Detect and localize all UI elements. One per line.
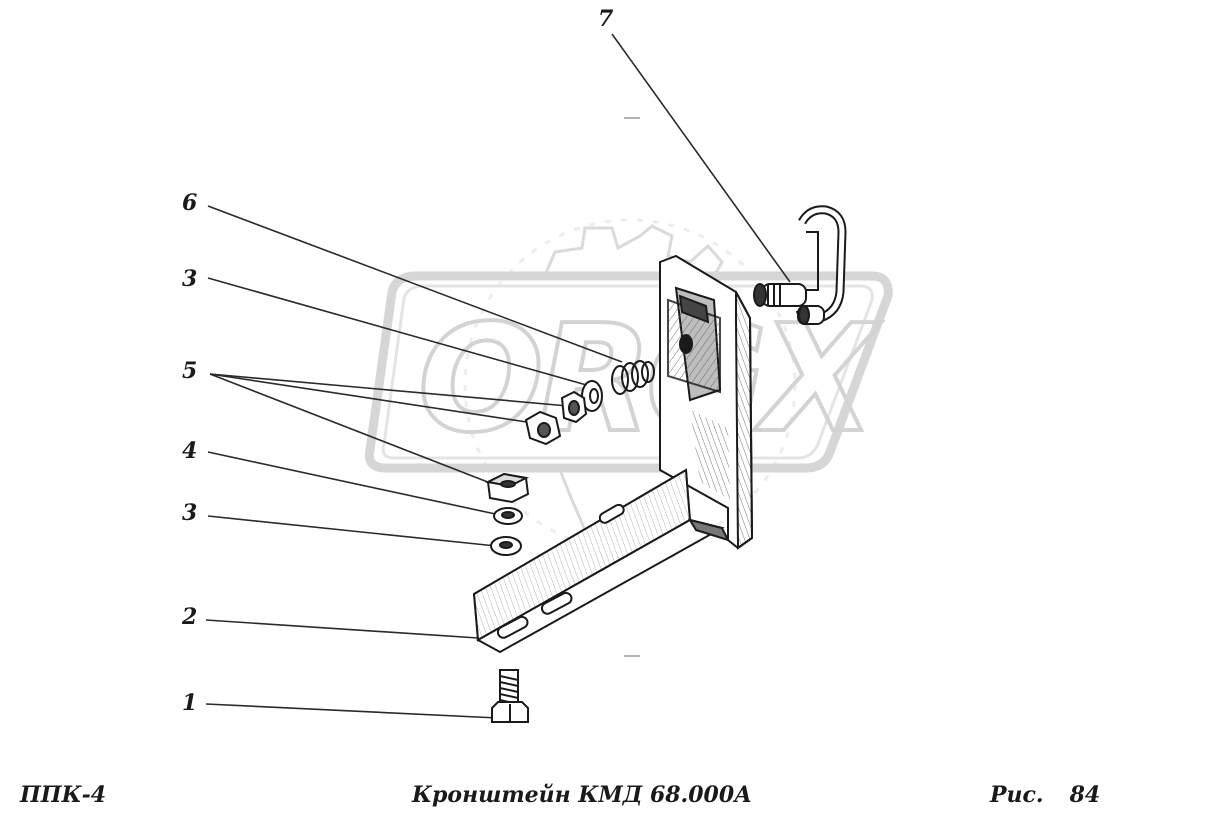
part-5-nut-lower [484, 472, 530, 504]
leader-4 [207, 451, 501, 516]
part-7-clamp [753, 205, 847, 325]
leader-6 [207, 205, 623, 363]
slot-3 [598, 503, 625, 524]
part-5-nut-middle [524, 410, 562, 446]
leader-lines [205, 33, 791, 719]
figure-label: Рис. [990, 782, 1044, 808]
watermark-frame [364, 271, 893, 473]
leader-5a [209, 373, 569, 407]
leader-7 [611, 33, 791, 283]
callout-3-upper: 3 [182, 266, 197, 292]
slot-1 [496, 615, 529, 639]
callout-3-lower: 3 [182, 500, 197, 526]
callout-5: 5 [182, 358, 197, 384]
figure-number: 84 [1069, 782, 1101, 808]
part-3-washer-lower [490, 536, 522, 556]
part-6-spring-washer [611, 360, 655, 395]
part-2-angle-bar [472, 468, 730, 654]
callout-1: 1 [182, 690, 197, 716]
callout-7: 7 [598, 6, 614, 32]
part-3-washer-upper [581, 380, 603, 412]
leader-2 [205, 619, 479, 639]
part-1-bolt [491, 669, 529, 723]
leader-3a [207, 277, 591, 387]
callout-2: 2 [181, 604, 197, 630]
slot-2 [540, 591, 573, 615]
footer-figure-ref: Рис. 84 [990, 782, 1100, 808]
leader-3b [207, 515, 497, 547]
leader-5c [209, 373, 499, 487]
part-4-washer [493, 507, 523, 525]
footer-drawing-title: Кронштейн КМД 68.000А [412, 782, 753, 808]
footer-model-code: ППК-4 [20, 782, 107, 808]
leader-5b [209, 373, 541, 425]
leader-1 [205, 703, 499, 719]
callout-6: 6 [182, 190, 197, 216]
part-5-nut-upper [560, 390, 588, 424]
callout-4: 4 [182, 438, 197, 464]
